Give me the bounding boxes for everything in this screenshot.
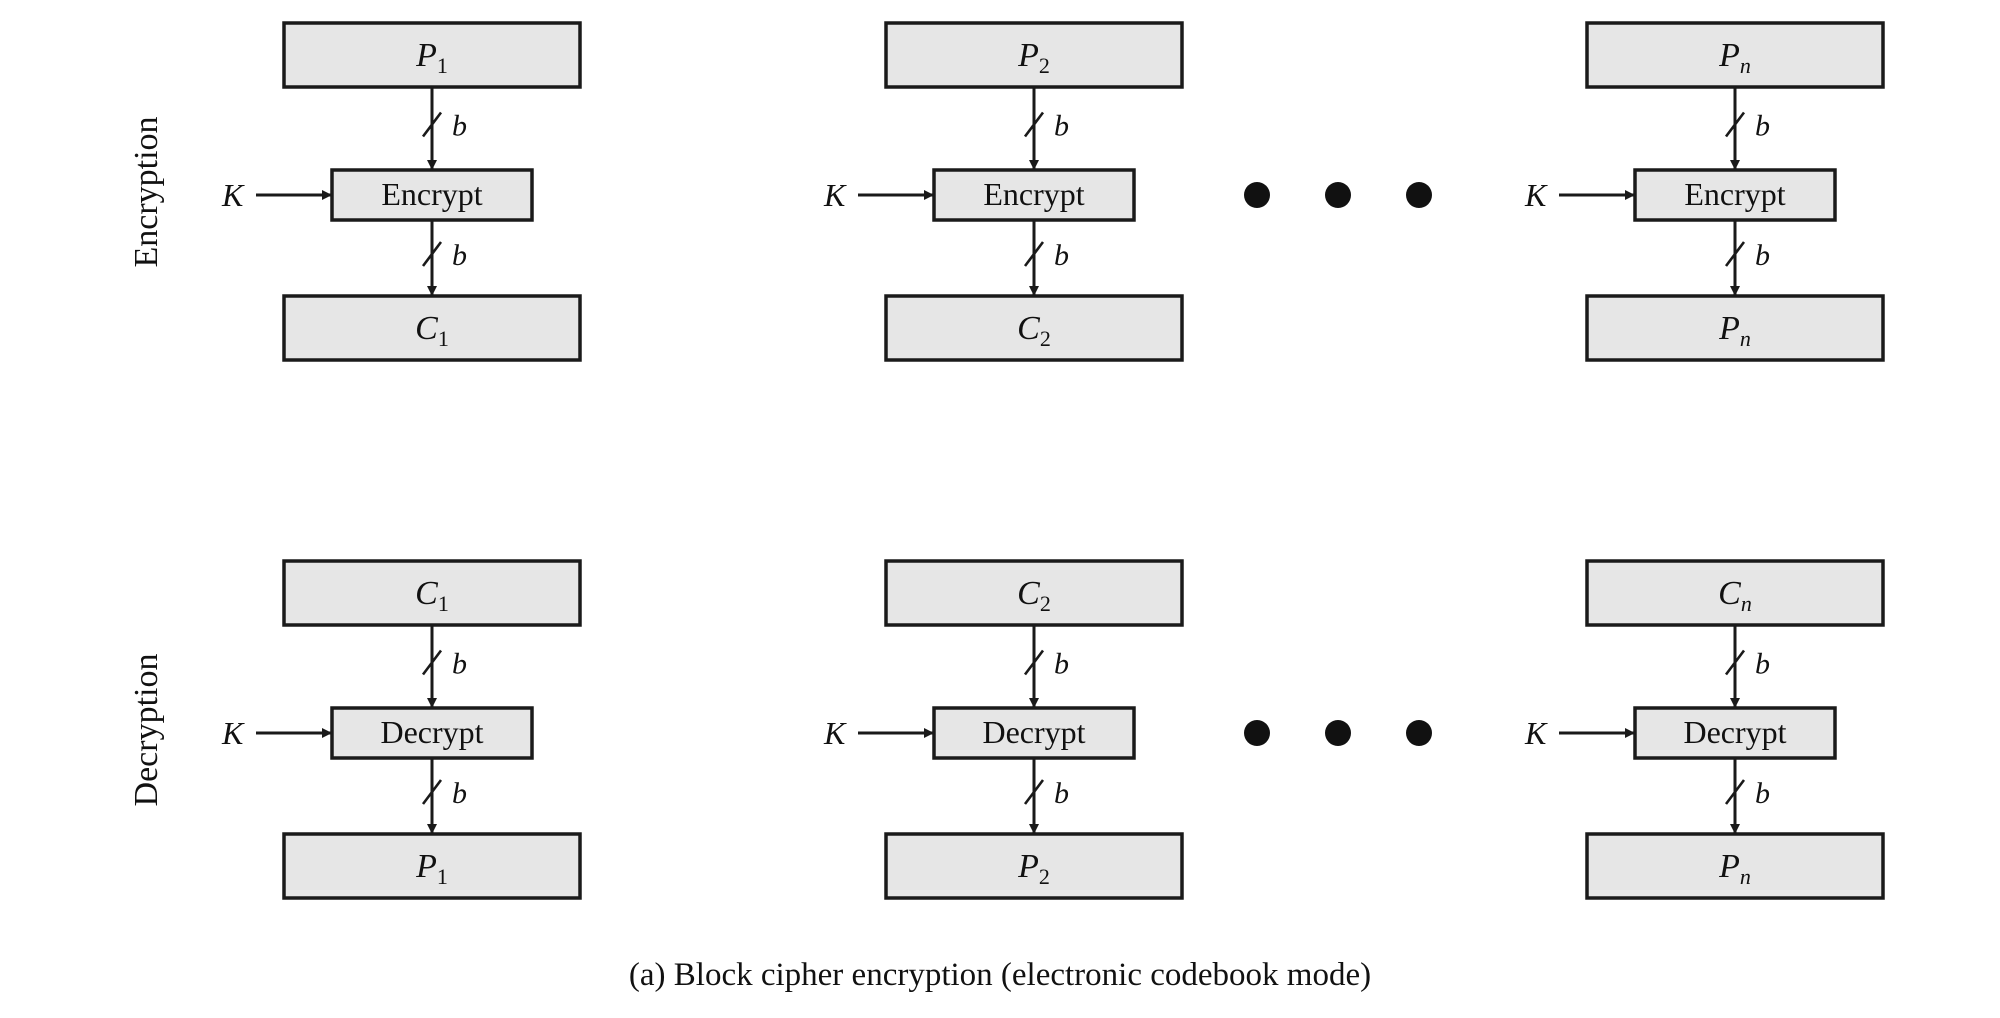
bit-width-label: b bbox=[452, 110, 467, 143]
input-block-label: P1 bbox=[415, 37, 448, 78]
bit-width-label: b bbox=[1054, 239, 1069, 272]
input-block-box bbox=[1585, 21, 1885, 89]
output-block-box bbox=[282, 294, 582, 362]
output-block-label: P1 bbox=[415, 848, 448, 889]
bit-width-label: b bbox=[452, 239, 467, 272]
bus-width-slash bbox=[421, 649, 443, 676]
output-block-box bbox=[1585, 832, 1885, 900]
cipher-operation-box bbox=[1633, 706, 1837, 760]
cipher-operation-box bbox=[330, 168, 534, 222]
ellipsis-dot bbox=[1406, 720, 1432, 746]
output-block-label: C2 bbox=[1017, 310, 1051, 351]
input-block-box bbox=[1585, 559, 1885, 627]
bit-width-label: b bbox=[1755, 648, 1770, 681]
cipher-operation-box bbox=[1633, 168, 1837, 222]
bus-width-slash bbox=[421, 111, 443, 138]
ellipsis-dot bbox=[1406, 182, 1432, 208]
ellipsis-dots bbox=[1244, 720, 1432, 746]
output-block-label: P2 bbox=[1017, 848, 1050, 889]
row-label: Decryption bbox=[128, 654, 165, 807]
bus-width-slash bbox=[1023, 111, 1045, 138]
output-block-label: C1 bbox=[415, 310, 449, 351]
output-block-box bbox=[884, 294, 1184, 362]
bus-width-slash bbox=[1724, 649, 1746, 676]
input-block-box bbox=[282, 21, 582, 89]
key-label: K bbox=[1524, 177, 1548, 213]
bus-width-slash bbox=[1724, 111, 1746, 138]
cipher-operation-box bbox=[932, 706, 1136, 760]
bit-width-label: b bbox=[452, 777, 467, 810]
cipher-operation-label: Encrypt bbox=[1684, 176, 1785, 212]
row-encryption: EncryptionP1EncryptC1bbKP2EncryptC2bbKPn… bbox=[128, 21, 1885, 362]
output-block-label: Pn bbox=[1718, 310, 1751, 351]
cipher-operation-box bbox=[932, 168, 1136, 222]
output-block-box bbox=[282, 832, 582, 900]
ellipsis-dots bbox=[1244, 182, 1432, 208]
key-label: K bbox=[823, 177, 847, 213]
bus-width-slash bbox=[1023, 649, 1045, 676]
cipher-operation-label: Decrypt bbox=[1683, 714, 1786, 750]
figure-caption: (a) Block cipher encryption (electronic … bbox=[629, 957, 1371, 993]
key-label: K bbox=[823, 715, 847, 751]
cipher-operation-label: Encrypt bbox=[381, 176, 482, 212]
ellipsis-dot bbox=[1325, 182, 1351, 208]
bit-width-label: b bbox=[1755, 777, 1770, 810]
input-block-label: Pn bbox=[1718, 37, 1751, 78]
bus-width-slash bbox=[1023, 241, 1045, 267]
bus-width-slash bbox=[1023, 779, 1045, 805]
cipher-operation-label: Encrypt bbox=[983, 176, 1084, 212]
key-label: K bbox=[221, 177, 245, 213]
bit-width-label: b bbox=[1054, 110, 1069, 143]
bus-width-slash bbox=[421, 779, 443, 805]
bit-width-label: b bbox=[1054, 777, 1069, 810]
cipher-operation-box bbox=[330, 706, 534, 760]
input-block-label: C2 bbox=[1017, 575, 1051, 616]
bit-width-label: b bbox=[452, 648, 467, 681]
output-block-box bbox=[1585, 294, 1885, 362]
output-block-box bbox=[884, 832, 1184, 900]
ellipsis-dot bbox=[1325, 720, 1351, 746]
bus-width-slash bbox=[1724, 779, 1746, 805]
cipher-operation-label: Decrypt bbox=[982, 714, 1085, 750]
cipher-operation-label: Decrypt bbox=[380, 714, 483, 750]
input-block-label: C1 bbox=[415, 575, 449, 616]
input-block-label: Cn bbox=[1718, 575, 1752, 616]
ellipsis-dot bbox=[1244, 720, 1270, 746]
bit-width-label: b bbox=[1054, 648, 1069, 681]
key-label: K bbox=[1524, 715, 1548, 751]
bit-width-label: b bbox=[1755, 239, 1770, 272]
bus-width-slash bbox=[1724, 241, 1746, 267]
ellipsis-dot bbox=[1244, 182, 1270, 208]
bus-width-slash bbox=[421, 241, 443, 267]
input-block-label: P2 bbox=[1017, 37, 1050, 78]
bit-width-label: b bbox=[1755, 110, 1770, 143]
key-label: K bbox=[221, 715, 245, 751]
row-decryption: DecryptionC1DecryptP1bbKC2DecryptP2bbKCn… bbox=[128, 559, 1885, 900]
output-block-label: Pn bbox=[1718, 848, 1751, 889]
row-label: Encryption bbox=[128, 116, 165, 267]
